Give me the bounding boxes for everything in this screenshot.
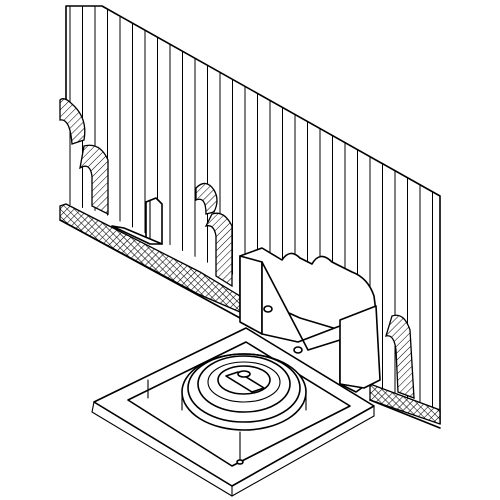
lamp-assembly bbox=[147, 353, 307, 465]
lamp-clip bbox=[237, 370, 251, 378]
junction-box bbox=[239, 247, 381, 393]
insulation-bumps bbox=[59, 98, 415, 399]
lamp-lens bbox=[217, 365, 271, 395]
wall-bracket bbox=[111, 197, 163, 245]
ceiling-section bbox=[59, 203, 441, 429]
mounting-hole bbox=[263, 305, 273, 313]
screw-head bbox=[293, 346, 303, 354]
